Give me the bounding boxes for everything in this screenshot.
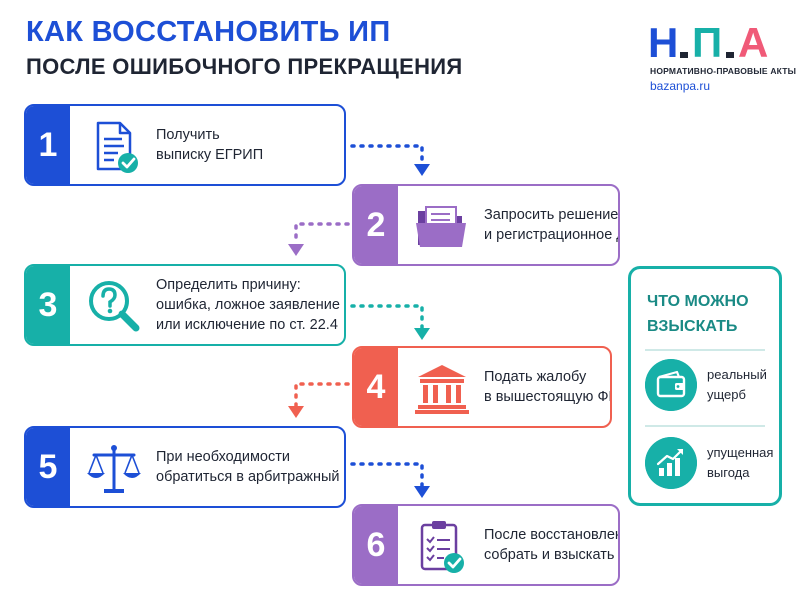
- step-number: 4: [354, 348, 398, 426]
- step-6: 6 После восстановления – собрать и взыск…: [352, 504, 620, 586]
- step-number: 2: [354, 186, 398, 264]
- step-number: 3: [26, 266, 70, 344]
- logo: Н П А НОРМАТИВНО-ПРАВОВЫЕ АКТЫ bazanpa.r…: [648, 22, 796, 94]
- connector-5-6: [350, 462, 430, 498]
- folder-icon: [416, 206, 466, 247]
- page-subtitle: ПОСЛЕ ОШИБОЧНОГО ПРЕКРАЩЕНИЯ: [26, 54, 463, 79]
- panel-title: ЧТО МОЖНО ВЗЫСКАТЬ: [647, 293, 749, 335]
- svg-text:Н: Н: [648, 22, 678, 62]
- step-text: Получить выписку ЕГРИП: [156, 127, 264, 163]
- step-text: При необходимости обратиться в арбитражн…: [156, 449, 346, 485]
- document-check-icon: [96, 121, 138, 173]
- step-5: 5 При необходимости обратиться в арбитра…: [24, 426, 346, 508]
- page-title: КАК ВОССТАНОВИТЬ ИП: [26, 16, 391, 48]
- wallet-icon: [645, 359, 697, 411]
- step-1: 1 Получить выписку ЕГРИП: [24, 104, 346, 186]
- step-text: Подать жалобу в вышестоящую ФНС: [484, 369, 610, 405]
- npa-logo-mark: Н П А: [648, 22, 768, 62]
- step-text: После восстановления – собрать и взыскат…: [484, 527, 618, 563]
- connector-3-4: [350, 304, 430, 340]
- step-number: 6: [354, 506, 398, 584]
- logo-subtitle: НОРМАТИВНО-ПРАВОВЫЕ АКТЫ: [650, 66, 797, 76]
- recoverable-item-lost-profit: упущенная выгода: [645, 437, 774, 493]
- scales-icon: [87, 445, 141, 493]
- logo-url[interactable]: bazanpa.ru: [650, 79, 711, 93]
- growth-chart-icon: [645, 437, 697, 489]
- recoverable-label: упущенная выгода: [707, 445, 774, 480]
- connector-4-5: [288, 382, 350, 418]
- question-magnifier-icon: [89, 281, 140, 332]
- step-4: 4 Подать жалобу в вышестоящую ФНС: [352, 346, 612, 428]
- recoverable-item-damage: реальный ущерб: [645, 359, 771, 415]
- divider: [645, 349, 765, 351]
- recoverable-panel: ЧТО МОЖНО ВЗЫСКАТЬ реальный ущерб упущен…: [628, 266, 782, 506]
- svg-text:П: П: [692, 22, 722, 62]
- step-number: 5: [26, 428, 70, 506]
- step-number: 1: [26, 106, 70, 184]
- clipboard-check-icon: [420, 521, 464, 573]
- step-text: Запросить решение и регистрационное дело: [484, 207, 619, 243]
- government-building-icon: [415, 365, 469, 414]
- connector-2-3: [288, 222, 350, 256]
- svg-text:А: А: [738, 22, 768, 62]
- step-text: Определить причину: ошибка, ложное заявл…: [156, 277, 340, 333]
- step-3: 3 Определить причину: ошибка, ложное зая…: [24, 264, 346, 346]
- connector-1-2: [350, 144, 430, 176]
- recoverable-label: реальный ущерб: [707, 367, 767, 402]
- divider: [645, 425, 765, 427]
- step-2: 2 Запросить решение и регистрационное де…: [352, 184, 620, 266]
